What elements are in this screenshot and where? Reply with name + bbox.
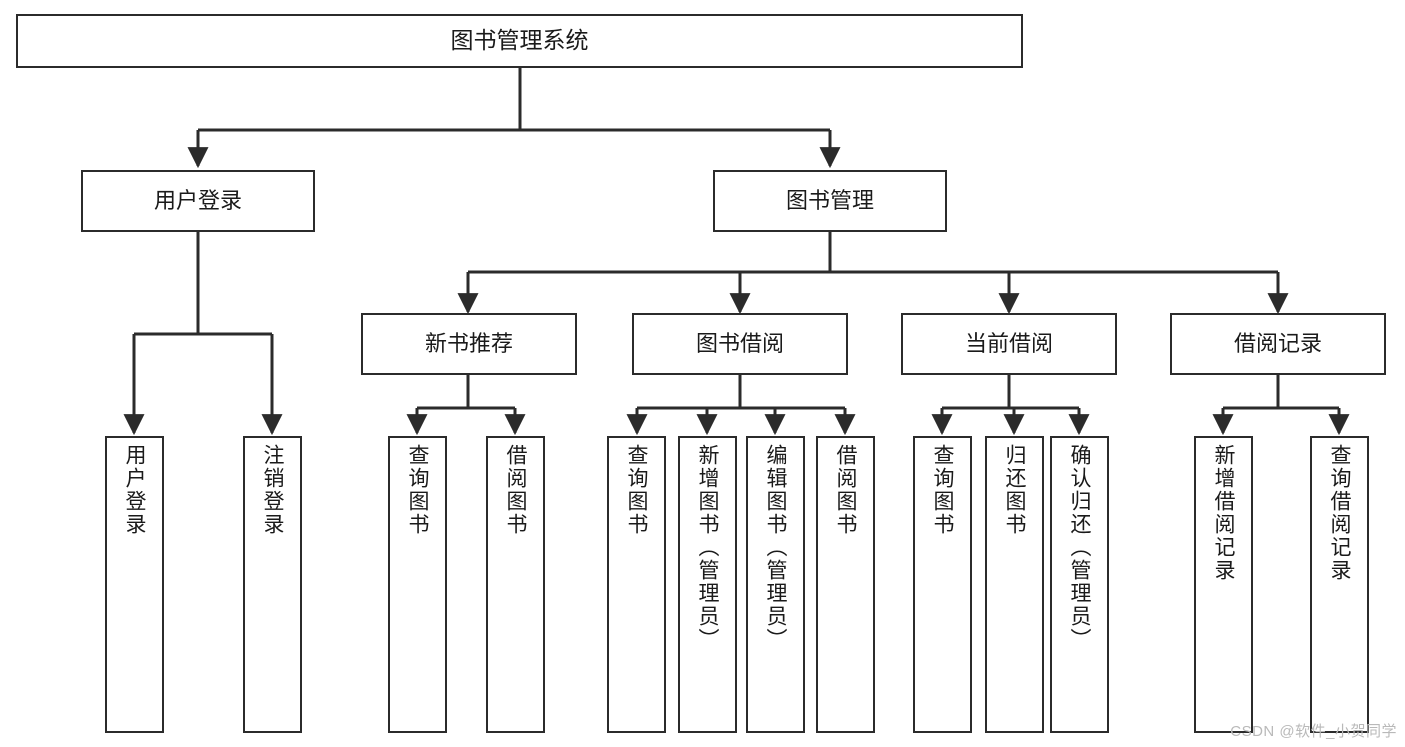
leaf-current-borrow-return-book[interactable]: 归还图书 (985, 436, 1044, 733)
node-label: 查询图书 (625, 444, 648, 536)
node-label: 注销登录 (261, 444, 284, 536)
node-label: 归还图书 (1003, 444, 1026, 536)
node-label: 图书借阅 (695, 331, 784, 357)
leaf-borrow-record-query-record[interactable]: 查询借阅记录 (1310, 436, 1369, 733)
leaf-book-borrow-borrow-book[interactable]: 借阅图书 (816, 436, 875, 733)
node-book-management[interactable]: 图书管理 (713, 170, 947, 232)
node-label: 编辑图书（管理员） (764, 444, 787, 651)
leaf-borrow-record-add-record[interactable]: 新增借阅记录 (1194, 436, 1253, 733)
leaf-user-login-login[interactable]: 用户登录 (105, 436, 164, 733)
node-current-borrow[interactable]: 当前借阅 (901, 313, 1117, 375)
leaf-book-borrow-edit-book-admin[interactable]: 编辑图书（管理员） (746, 436, 805, 733)
node-label: 查询图书 (406, 444, 429, 536)
node-label: 图书管理系统 (450, 27, 589, 54)
node-user-login[interactable]: 用户登录 (81, 170, 315, 232)
node-label: 用户登录 (153, 188, 242, 214)
node-label: 新书推荐 (424, 331, 513, 357)
node-label: 新增借阅记录 (1212, 444, 1235, 582)
node-label: 查询图书 (931, 444, 954, 536)
node-borrow-record[interactable]: 借阅记录 (1170, 313, 1386, 375)
leaf-user-login-logout[interactable]: 注销登录 (243, 436, 302, 733)
node-label: 图书管理 (785, 188, 874, 214)
leaf-new-book-borrow-book[interactable]: 借阅图书 (486, 436, 545, 733)
node-label: 确认归还（管理员） (1068, 444, 1091, 651)
node-label: 借阅记录 (1233, 331, 1322, 357)
node-new-book-recommend[interactable]: 新书推荐 (361, 313, 577, 375)
node-label: 借阅图书 (834, 444, 857, 536)
node-label: 新增图书（管理员） (696, 444, 719, 651)
node-label: 查询借阅记录 (1328, 444, 1351, 582)
leaf-book-borrow-query-book[interactable]: 查询图书 (607, 436, 666, 733)
node-label: 当前借阅 (964, 331, 1053, 357)
leaf-new-book-query-book[interactable]: 查询图书 (388, 436, 447, 733)
node-label: 用户登录 (123, 444, 146, 536)
leaf-book-borrow-add-book-admin[interactable]: 新增图书（管理员） (678, 436, 737, 733)
node-root-system[interactable]: 图书管理系统 (16, 14, 1023, 68)
node-book-borrow[interactable]: 图书借阅 (632, 313, 848, 375)
node-label: 借阅图书 (504, 444, 527, 536)
leaf-current-borrow-confirm-return-admin[interactable]: 确认归还（管理员） (1050, 436, 1109, 733)
leaf-current-borrow-query-book[interactable]: 查询图书 (913, 436, 972, 733)
